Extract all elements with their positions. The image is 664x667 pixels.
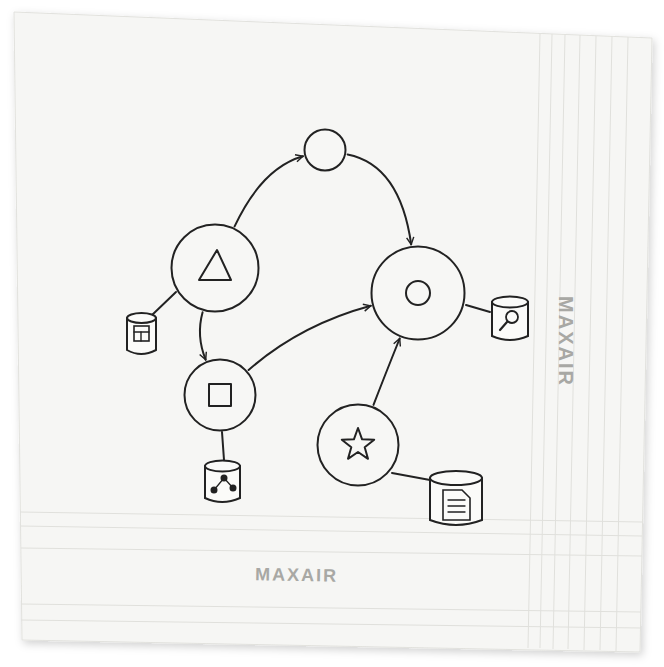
circle-outline-shape bbox=[318, 405, 399, 486]
circle-outline bbox=[316, 403, 400, 487]
circle-outline-shape bbox=[185, 360, 256, 431]
circle-outline bbox=[370, 245, 466, 341]
circle-node bbox=[183, 358, 257, 432]
arrow-connector bbox=[200, 312, 206, 360]
arrow-connector bbox=[374, 339, 400, 405]
circle-node bbox=[316, 403, 400, 487]
watermark: MAXAIR bbox=[554, 296, 577, 387]
arrow-connector bbox=[235, 156, 303, 226]
arrow-connector bbox=[348, 155, 412, 245]
circle-outline bbox=[183, 358, 257, 432]
circle-outline bbox=[170, 223, 260, 313]
node-symbol bbox=[209, 384, 231, 406]
node-symbol bbox=[406, 281, 430, 305]
node-symbol bbox=[342, 428, 374, 459]
watermark: MAXAIR bbox=[255, 564, 338, 586]
node-symbol bbox=[199, 250, 231, 280]
circle-outline-shape bbox=[305, 130, 346, 171]
arrow-connector bbox=[249, 306, 371, 370]
circle-node bbox=[370, 245, 466, 341]
circle-outline-shape bbox=[372, 247, 465, 340]
circle-node bbox=[303, 128, 347, 172]
circle-node bbox=[170, 223, 260, 313]
circle-outline-shape bbox=[172, 225, 259, 312]
circle-outline bbox=[303, 128, 347, 172]
